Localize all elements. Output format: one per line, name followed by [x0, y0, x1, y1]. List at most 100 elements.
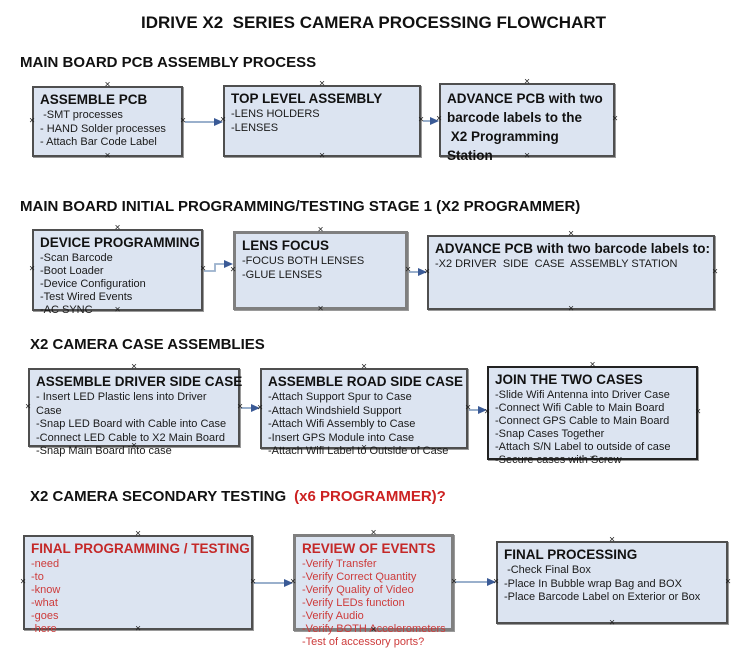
anchor-mark: × — [424, 266, 430, 278]
box-item: barcode labels to the — [447, 110, 583, 125]
box-title: ADVANCE PCB with two barcode labels to: — [435, 241, 711, 256]
box-review-of-events: REVIEW OF EVENTS -Verify Transfer-Verify… — [293, 534, 454, 648]
box-item: -Verify Transfer — [302, 558, 377, 570]
anchor-mark: × — [237, 401, 243, 413]
box-title: FINAL PROGRAMMING / TESTING — [31, 541, 250, 556]
box-item: -Snap Cases Together — [495, 428, 605, 440]
anchor-mark: × — [257, 402, 263, 414]
section-heading-secondary-testing-red: (x6 PROGRAMMER)? — [294, 488, 446, 505]
box-title: TOP LEVEL ASSEMBLY — [231, 91, 383, 106]
anchor-mark: × — [25, 401, 31, 413]
anchor-mark: × — [370, 624, 377, 636]
page-title: IDRIVE X2 SERIES CAMERA PROCESSING FLOWC… — [140, 13, 607, 32]
box-item: - Insert LED Plastic lens into Driver Ca… — [36, 391, 210, 417]
anchor-mark: × — [200, 263, 206, 275]
box-title: DEVICE PROGRAMMING — [40, 235, 200, 250]
box-item: -Secure cases with Screw — [495, 454, 622, 466]
box-item-list: -need-to-know-what-goes-here — [31, 558, 246, 636]
box-item: -LENSES — [231, 121, 279, 134]
anchor-mark: × — [20, 576, 26, 588]
box-item: -Insert GPS Module into Case — [268, 431, 415, 444]
box-item: -Place In Bubble wrap Bag and BOX — [504, 577, 682, 590]
box-item-list: -X2 DRIVER SIDE CASE ASSEMBLY STATION — [435, 258, 708, 272]
anchor-mark: × — [319, 78, 325, 90]
box-item: -Check Final Box — [504, 564, 591, 576]
box-title: JOIN THE TWO CASES — [495, 372, 643, 387]
box-item: -Attach Windshield Support — [268, 404, 402, 417]
box-item: -Connect Wifi Cable to Main Board — [495, 402, 665, 414]
anchor-mark: × — [29, 263, 35, 275]
section-heading-initial-programming: MAIN BOARD INITIAL PROGRAMMING/TESTING S… — [20, 198, 581, 215]
box-item: -Verify LEDs function — [302, 597, 405, 609]
box-item: -Verify Quality of Video — [302, 584, 414, 596]
box-item-list: -FOCUS BOTH LENSES-GLUE LENSES — [242, 255, 400, 282]
anchor-mark: × — [695, 406, 701, 418]
box-item: -Connect GPS Cable to Main Board — [495, 415, 670, 427]
box-item: -Attach Wifi Label to Outside of Case — [268, 445, 449, 457]
box-item: -Verify BOTH Accelerometers — [302, 623, 446, 635]
box-item-list: -Verify Transfer-Verify Correct Quantity… — [302, 558, 446, 649]
anchor-mark: × — [104, 150, 111, 162]
box-assemble-road-side-case: ASSEMBLE ROAD SIDE CASE -Attach Support … — [260, 368, 468, 457]
box-item: -Device Configuration — [40, 278, 146, 290]
anchor-mark: × — [29, 115, 35, 127]
anchor-mark: × — [370, 527, 377, 539]
anchor-mark: × — [405, 264, 411, 276]
box-item: -to — [31, 571, 44, 583]
box-item-list: -Slide Wifi Antenna into Driver Case-Con… — [495, 389, 691, 467]
box-item: -Attach Support Spur to Case — [268, 391, 412, 403]
box-title: FINAL PROCESSING — [504, 547, 638, 562]
box-item: - HAND Solder processes — [40, 122, 166, 135]
box-item: -Scan Barcode — [40, 252, 113, 264]
anchor-mark: × — [609, 534, 615, 546]
anchor-mark: × — [493, 576, 499, 588]
anchor-mark: × — [131, 361, 137, 373]
box-title: ASSEMBLE DRIVER SIDE CASE — [36, 374, 243, 389]
anchor-mark: × — [250, 576, 256, 588]
box-advance-pcb-programming-station: ADVANCE PCB with two barcode labels to th… — [439, 83, 615, 163]
box-item-list: -LENS HOLDERS-LENSES — [231, 108, 414, 135]
anchor-mark: × — [589, 359, 596, 371]
anchor-mark: × — [568, 228, 574, 240]
anchor-mark: × — [589, 453, 596, 465]
box-item: -Test Wired Events — [40, 291, 133, 303]
box-item: -Place Barcode Label on Exterior or Box — [504, 591, 701, 603]
box-final-programming-testing: FINAL PROGRAMMING / TESTING -need-to-kno… — [23, 535, 253, 635]
box-item: -Boot Loader — [40, 265, 104, 277]
box-item: -Slide Wifi Antenna into Driver Case — [495, 389, 670, 401]
anchor-mark: × — [612, 113, 618, 125]
anchor-mark: × — [568, 303, 574, 315]
box-item-list: -SMT processes- HAND Solder processes- A… — [40, 109, 176, 150]
anchor-mark: × — [180, 115, 186, 127]
anchor-mark: × — [131, 440, 137, 452]
box-title: ASSEMBLE ROAD SIDE CASE — [268, 374, 464, 389]
box-item-list: -Check Final Box-Place In Bubble wrap Ba… — [504, 564, 721, 605]
box-item: ADVANCE PCB with two — [447, 91, 603, 106]
anchor-mark: × — [317, 224, 324, 236]
box-item-list: ADVANCE PCB with two barcode labels to th… — [447, 89, 608, 165]
box-title: LENS FOCUS — [242, 238, 330, 253]
section-heading-secondary-testing-black: X2 CAMERA SECONDARY TESTING — [30, 488, 287, 505]
box-final-processing: FINAL PROCESSING -Check Final Box-Place … — [496, 541, 728, 624]
box-item: -Test of accessory ports? — [302, 636, 425, 648]
box-item: -Attach Wifi Assembly to Case — [268, 418, 416, 430]
box-item: -what — [31, 597, 58, 609]
box-item: -Snap Main Board into case — [36, 445, 172, 457]
box-item: -here — [31, 623, 57, 635]
box-assemble-driver-side-case: ASSEMBLE DRIVER SIDE CASE - Insert LED P… — [28, 368, 243, 457]
anchor-mark: × — [114, 222, 121, 234]
anchor-mark: × — [135, 528, 141, 540]
box-advance-pcb-driver-side: ADVANCE PCB with two barcode labels to: … — [427, 235, 715, 310]
box-item: -X2 DRIVER SIDE CASE ASSEMBLY STATION — [435, 258, 678, 270]
anchor-mark: × — [524, 150, 530, 162]
anchor-mark: × — [436, 113, 442, 125]
anchor-mark: × — [319, 150, 325, 162]
box-item: -need — [31, 558, 60, 570]
anchor-mark: × — [712, 266, 718, 278]
anchor-mark: × — [104, 79, 111, 91]
box-item-list: -Attach Support Spur to Case-Attach Wind… — [268, 391, 461, 459]
anchor-mark: × — [290, 576, 296, 588]
box-item: -Snap LED Board with Cable into Case — [36, 418, 227, 430]
section-heading-secondary-testing: X2 CAMERA SECONDARY TESTING (x6 PROGRAMME… — [30, 488, 446, 505]
